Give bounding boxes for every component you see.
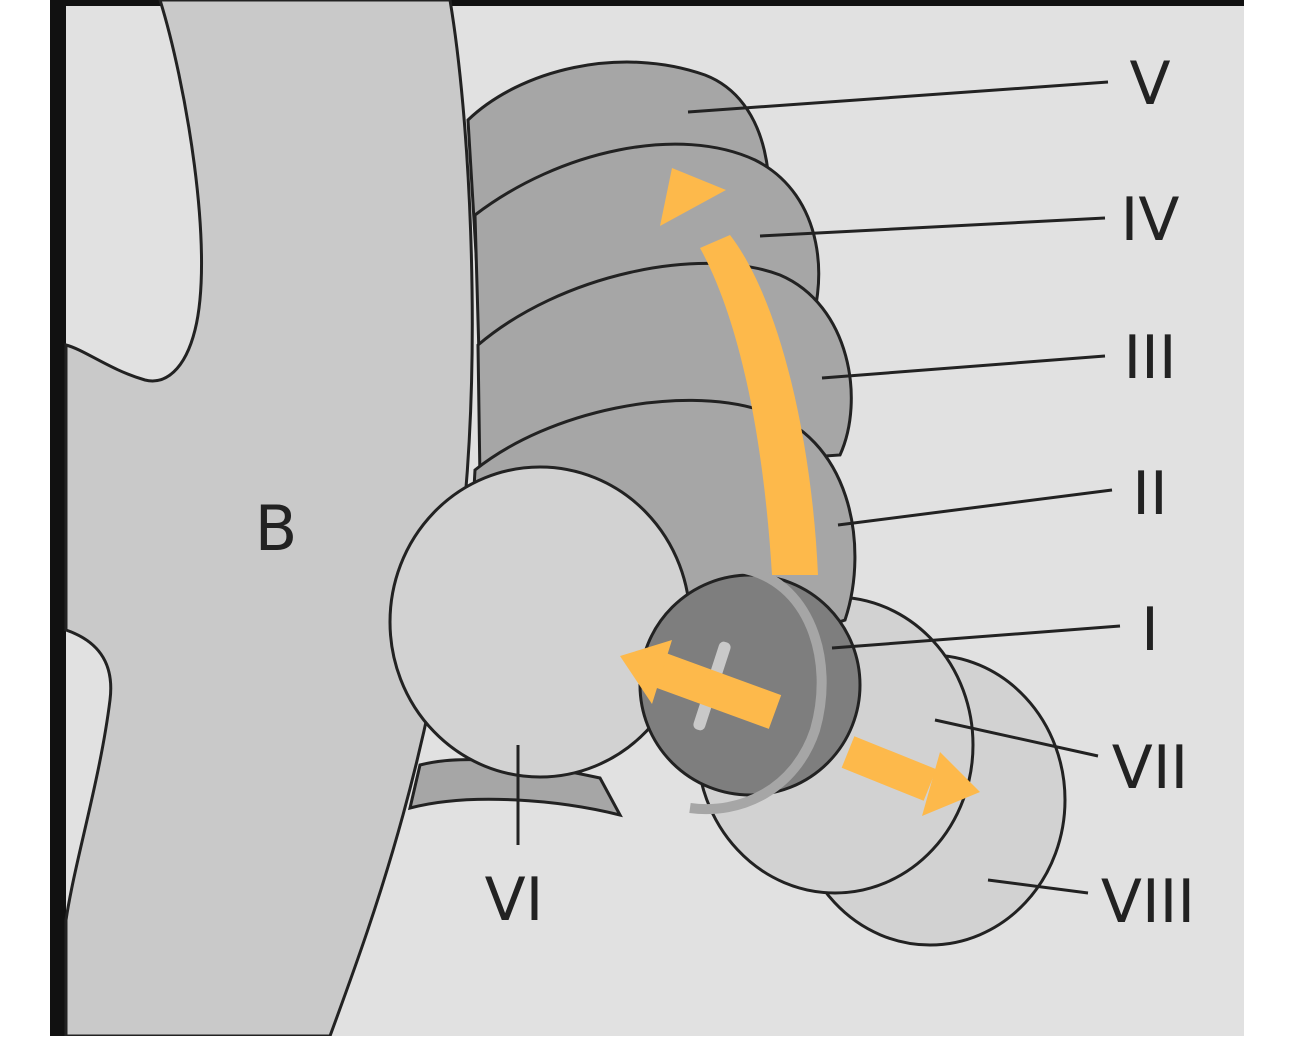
label-iii: III [1123,323,1176,393]
segment-vi [388,465,692,779]
leader-vii [934,718,1099,758]
panel-top-border [58,0,1244,6]
label-ii: II [1132,459,1167,529]
leader-iii [821,354,1106,380]
label-v: V [1129,49,1170,119]
arrow-right-shaft [841,736,937,801]
arrow-right-head [922,752,980,816]
segment-i-rim [689,563,827,815]
leader-i [831,624,1121,650]
arrow-up-shaft [700,235,818,575]
label-vi: VI [485,865,544,935]
label-i: I [1141,595,1159,665]
leader-v [687,80,1109,114]
leader-viii [987,878,1089,895]
arrow-left-shaft [653,653,782,729]
leader-iv [759,216,1106,238]
arrow-up-head [660,168,726,226]
bone-b-shape [64,0,474,1038]
leader-ii [837,488,1113,527]
label-iv: IV [1121,185,1180,255]
arrow-left-head [620,640,672,704]
panel-left-border [50,0,66,1036]
leader-lines [516,80,1121,895]
label-vii: VII [1112,733,1188,803]
label-b: B [255,492,298,565]
label-viii: VIII [1101,867,1195,937]
